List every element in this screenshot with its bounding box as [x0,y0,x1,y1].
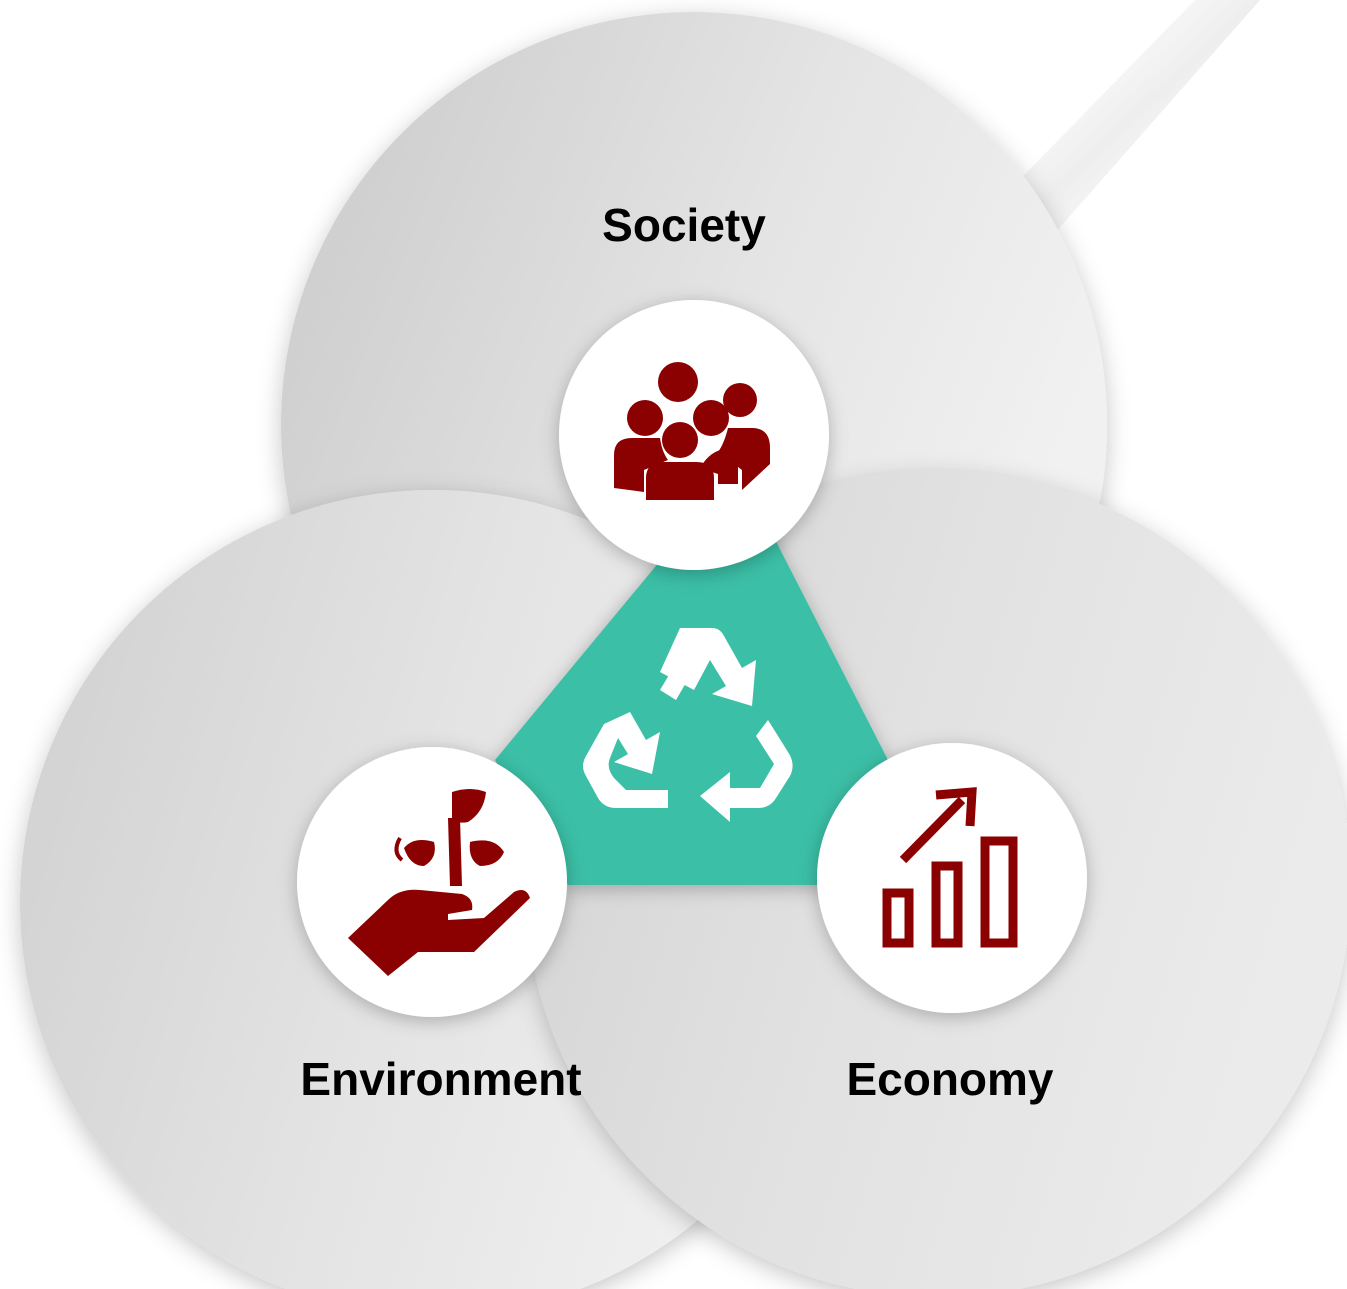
center-triangle [495,520,888,885]
people-group-icon [614,362,770,500]
economy-icon-badge [817,743,1087,1013]
growth-bar-chart-icon [882,787,1018,948]
economy-label: Economy [846,1053,1053,1105]
environment-label: Environment [300,1053,581,1105]
recycle-icon [583,628,793,822]
hand-with-plant-icon [348,789,530,976]
society-label: Society [602,199,766,251]
background-streak [990,0,1260,250]
environment-icon-badge [297,747,567,1017]
